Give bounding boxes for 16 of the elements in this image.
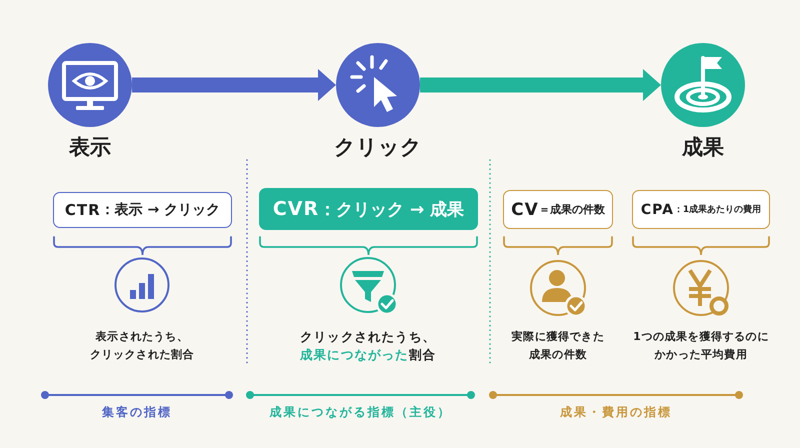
description-text: 実際に獲得できた成果の件数 [510,329,606,363]
step-label: 表示 [69,135,111,159]
flow-arrow [420,69,661,101]
category-label: 集客の指標 [102,404,172,420]
step-label: 成果 [682,135,724,159]
description-text: 1つの成果を獲得するのにかかった平均費用 [632,329,770,363]
formula-box: CTR：表示 → クリック [53,192,232,228]
step-label: クリック [334,135,422,159]
description-text: クリックされたうち、成果につながった割合 [300,328,436,364]
category-label: 成果・費用の指標 [560,404,672,420]
formula-box: CPA：1成果あたりの費用 [632,190,770,229]
formula-box: CV＝成果の件数 [503,190,613,229]
flow-arrow [132,69,336,101]
formula-box: CVR：クリック → 成果 [259,188,478,230]
description-text: 表示されたうち、クリックされた割合 [90,329,194,363]
category-label: 成果につながる指標（主役） [270,404,452,420]
